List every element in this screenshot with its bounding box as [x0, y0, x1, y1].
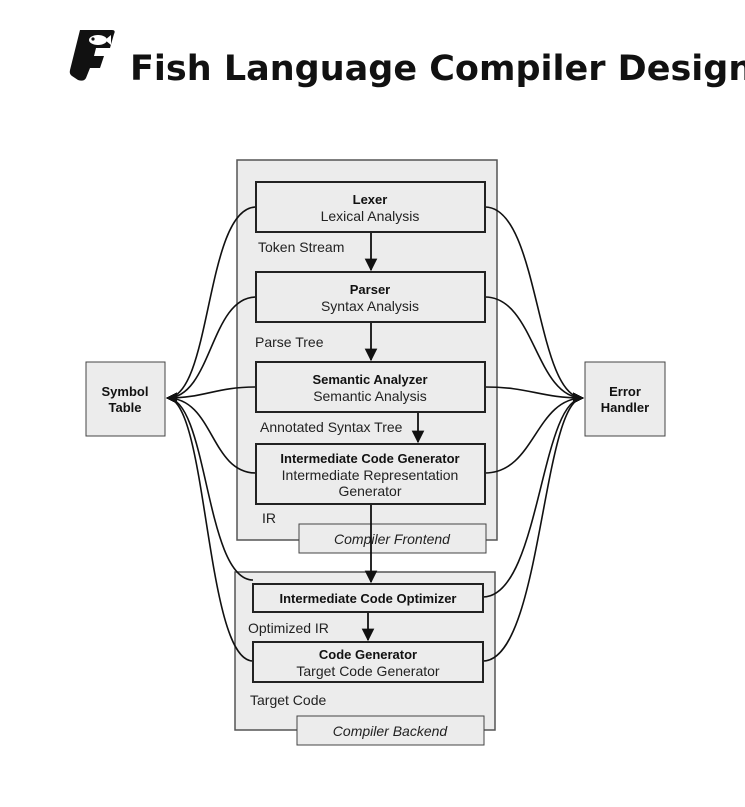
lexer-node — [255, 181, 486, 233]
symbol-table-label-2: Table — [109, 400, 142, 415]
edge-label-parse-tree: Parse Tree — [255, 334, 324, 350]
icg-node — [255, 443, 486, 505]
lexer-subtitle: Lexical Analysis — [321, 208, 420, 224]
semantic-analyzer-subtitle: Semantic Analysis — [313, 388, 427, 404]
edge-label-annotated-syntax-tree: Annotated Syntax Tree — [260, 419, 403, 435]
flow-arrows — [361, 232, 425, 642]
semantic-analyzer-title: Semantic Analyzer — [312, 372, 427, 387]
backend-caption: Compiler Backend — [333, 723, 449, 739]
page-title: Fish Language Compiler Design — [130, 49, 745, 89]
symbol-table-label-1: Symbol — [102, 384, 149, 399]
symbol-table-node — [85, 361, 166, 437]
optimizer-title: Intermediate Code Optimizer — [280, 591, 457, 606]
edge-label-target-code: Target Code — [250, 692, 326, 708]
error-handler-label-1: Error — [609, 384, 641, 399]
icg-subtitle-2: Generator — [338, 483, 401, 499]
edge-label-token-stream: Token Stream — [258, 239, 344, 255]
error-handler-connectors — [482, 206, 585, 662]
lexer-title: Lexer — [353, 192, 388, 207]
edge-label-ir: IR — [262, 510, 276, 526]
frontend-caption-box — [298, 523, 487, 554]
icg-subtitle-1: Intermediate Representation — [282, 467, 459, 483]
semantic-analyzer-node — [255, 361, 486, 413]
fish-logo-icon — [69, 30, 115, 81]
parser-title: Parser — [350, 282, 390, 297]
code-generator-subtitle: Target Code Generator — [296, 663, 440, 679]
backend-caption-box — [296, 715, 485, 746]
code-generator-title: Code Generator — [319, 647, 417, 662]
parser-subtitle: Syntax Analysis — [321, 298, 419, 314]
code-generator-node — [252, 641, 484, 683]
edge-label-optimized-ir: Optimized IR — [248, 620, 329, 636]
frontend-caption: Compiler Frontend — [334, 531, 451, 547]
symbol-table-connectors — [165, 206, 257, 662]
error-handler-node — [584, 361, 666, 437]
parser-node — [255, 271, 486, 323]
optimizer-node — [252, 583, 484, 613]
error-handler-label-2: Handler — [601, 400, 649, 415]
icg-title: Intermediate Code Generator — [280, 451, 459, 466]
